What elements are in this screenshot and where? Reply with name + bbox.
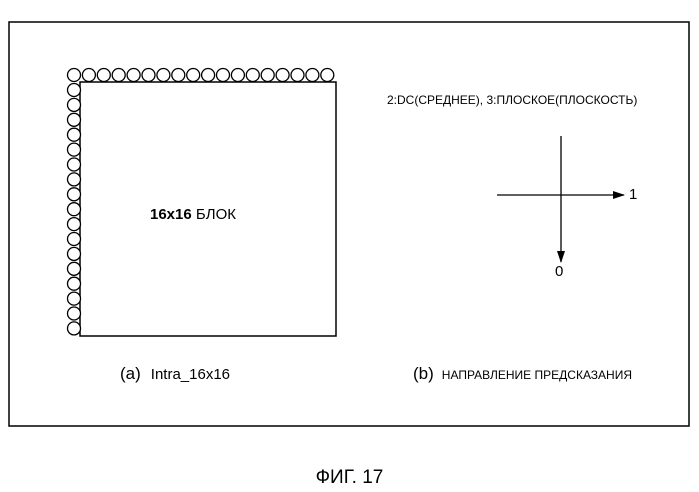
top-neighbor-pixel [127, 69, 140, 82]
left-neighbor-pixel [68, 307, 81, 320]
top-neighbor-pixel [261, 69, 274, 82]
top-neighbor-pixel [157, 69, 170, 82]
caption-a: (a) Intra_16x16 [120, 364, 230, 384]
top-neighbor-pixel [276, 69, 289, 82]
top-neighbor-pixel [321, 69, 334, 82]
left-neighbor-pixel [68, 158, 81, 171]
top-neighbor-pixel [202, 69, 215, 82]
caption-b-tag: (b) [413, 364, 434, 383]
left-neighbor-pixel [68, 98, 81, 111]
top-neighbor-pixel [217, 69, 230, 82]
caption-b: (b) НАПРАВЛЕНИЕ ПРЕДСКАЗАНИЯ [413, 364, 632, 384]
left-neighbor-pixel [68, 203, 81, 216]
left-neighbor-pixel [68, 128, 81, 141]
top-neighbor-pixel [112, 69, 125, 82]
left-neighbor-pixel [68, 143, 81, 156]
figure-title: ФИГ. 17 [0, 467, 699, 489]
prediction-modes-label: 2:DC(СРЕДНЕЕ), 3:ПЛОСКОЕ(ПЛОСКОСТЬ) [387, 93, 637, 107]
block-label: 16x16 БЛОК [150, 206, 236, 223]
top-neighbor-pixel [142, 69, 155, 82]
left-neighbor-pixel [68, 277, 81, 290]
left-neighbor-pixel [68, 322, 81, 335]
left-neighbor-pixel [68, 292, 81, 305]
top-neighbor-pixel [246, 69, 259, 82]
vertical-mode-label: 0 [555, 263, 563, 280]
left-neighbor-pixel [68, 84, 81, 97]
left-neighbor-pixel [68, 113, 81, 126]
left-neighbor-pixel [68, 262, 81, 275]
caption-b-text: НАПРАВЛЕНИЕ ПРЕДСКАЗАНИЯ [442, 368, 632, 382]
caption-a-tag: (a) [120, 364, 141, 383]
caption-a-text: Intra_16x16 [151, 366, 230, 383]
left-neighbor-pixel [68, 233, 81, 246]
top-neighbor-pixel [172, 69, 185, 82]
left-neighbor-pixel [68, 247, 81, 260]
left-neighbor-pixel [68, 173, 81, 186]
left-neighbor-pixel [68, 218, 81, 231]
top-neighbor-pixel [68, 69, 81, 82]
left-neighbor-pixel [68, 188, 81, 201]
block-word-label: БЛОК [196, 206, 236, 223]
top-neighbor-pixel [291, 69, 304, 82]
block-size-label: 16x16 [150, 206, 192, 223]
horizontal-mode-label: 1 [629, 186, 637, 203]
top-neighbor-pixel [306, 69, 319, 82]
top-neighbor-pixel [97, 69, 110, 82]
top-neighbor-pixel [82, 69, 95, 82]
top-neighbor-pixel [187, 69, 200, 82]
top-neighbor-pixel [231, 69, 244, 82]
